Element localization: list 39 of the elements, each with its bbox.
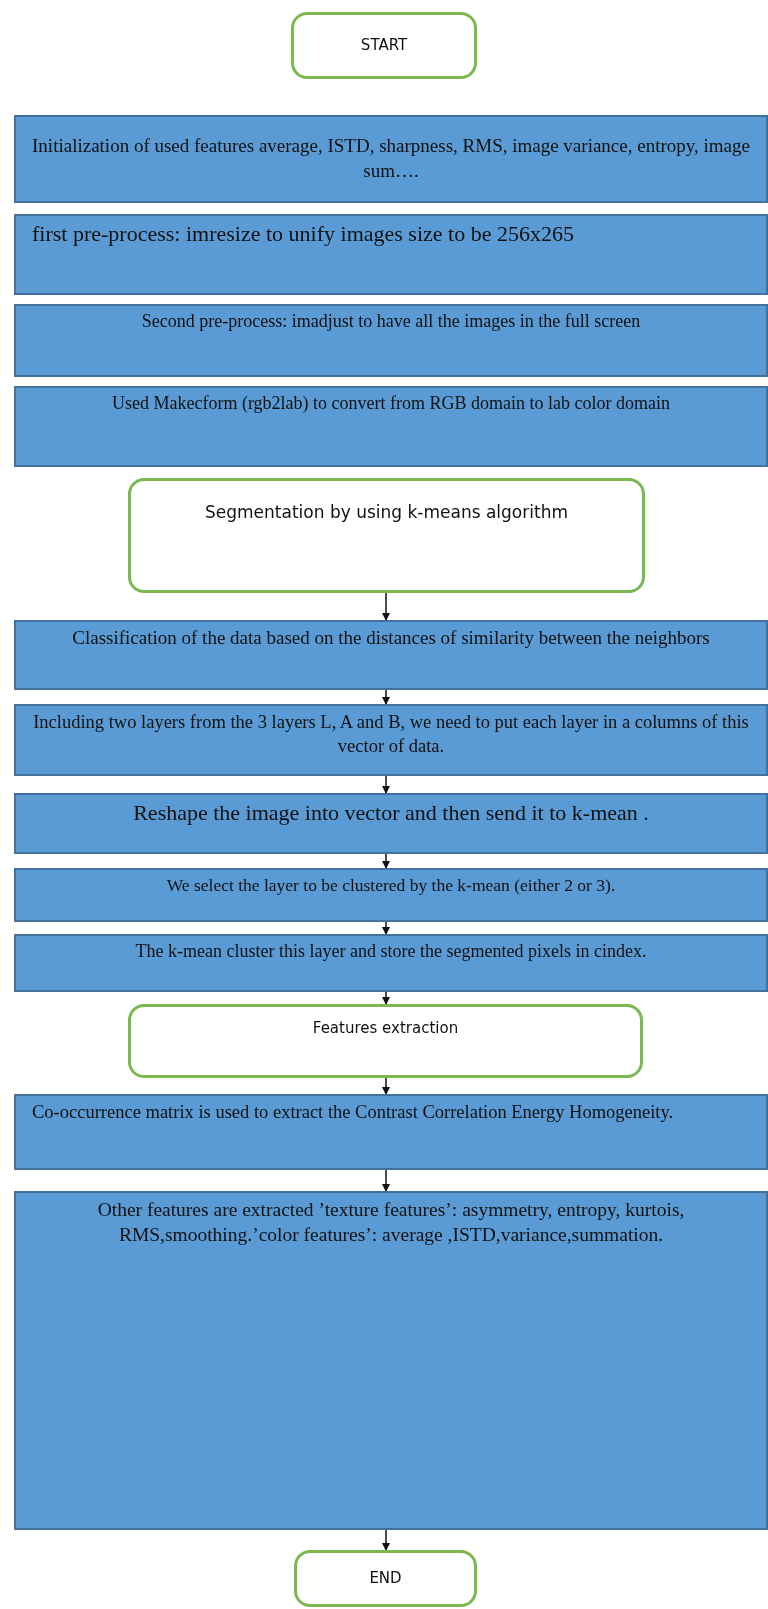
process-box bbox=[14, 934, 768, 992]
arrow bbox=[382, 991, 390, 1005]
step-text: START bbox=[359, 35, 409, 56]
process-box bbox=[14, 868, 768, 922]
arrow bbox=[382, 1169, 390, 1192]
process-box bbox=[14, 620, 768, 690]
step-text: Used Makecform (rgb2lab) to convert from RGB domain to lab color domain bbox=[110, 392, 671, 415]
step-text: The k-mean cluster this layer and store the segmented pixels in cindex. bbox=[134, 940, 648, 963]
terminal-box bbox=[294, 1550, 477, 1607]
process-box bbox=[14, 304, 768, 377]
step-text: Classification of the data based on the distances of similarity between the neighbors bbox=[71, 626, 711, 650]
terminal-box bbox=[291, 12, 477, 79]
step-text: Co-occurrence matrix is used to extract the Contrast Correlation Energy Homogeneity. bbox=[32, 1101, 675, 1124]
step-text: Second pre-process: imadjust to have all the images in the full screen bbox=[140, 310, 642, 333]
process-box bbox=[14, 1094, 768, 1170]
arrow bbox=[382, 921, 390, 935]
arrow bbox=[382, 592, 390, 621]
process-box bbox=[14, 386, 768, 467]
arrow bbox=[382, 1077, 390, 1095]
step-text: Initialization of used features average, ISTD, sharpness, RMS, image variance, entropy, image sum…. bbox=[31, 134, 751, 183]
step-text: Including two layers from the 3 layers L, A and B, we need to put each layer in a columns of this vector of data. bbox=[32, 711, 750, 759]
process-box bbox=[14, 115, 768, 203]
step-text: END bbox=[368, 1568, 403, 1589]
arrow bbox=[382, 775, 390, 794]
step-text: Features extraction bbox=[311, 1019, 460, 1039]
step-text: Reshape the image into vector and then send it to k-mean . bbox=[132, 799, 650, 827]
step-text: We select the layer to be clustered by the k-mean (either 2 or 3). bbox=[165, 874, 617, 897]
terminal-box bbox=[128, 1004, 643, 1078]
arrow bbox=[382, 689, 390, 705]
process-box bbox=[14, 704, 768, 776]
arrow bbox=[382, 853, 390, 869]
terminal-box bbox=[128, 478, 645, 593]
arrow bbox=[382, 1529, 390, 1551]
step-text: Segmentation by using k-means algorithm bbox=[204, 501, 569, 524]
step-text: first pre-process: imresize to unify images size to be 256x265 bbox=[32, 220, 575, 248]
process-box bbox=[14, 1191, 768, 1530]
process-box bbox=[14, 214, 768, 295]
step-text: Other features are extracted ’texture features’: asymmetry, entropy, kurtois, RMS,smoothing.’color features’: average ,ISTD,variance,summation. bbox=[96, 1198, 686, 1248]
process-box bbox=[14, 793, 768, 854]
